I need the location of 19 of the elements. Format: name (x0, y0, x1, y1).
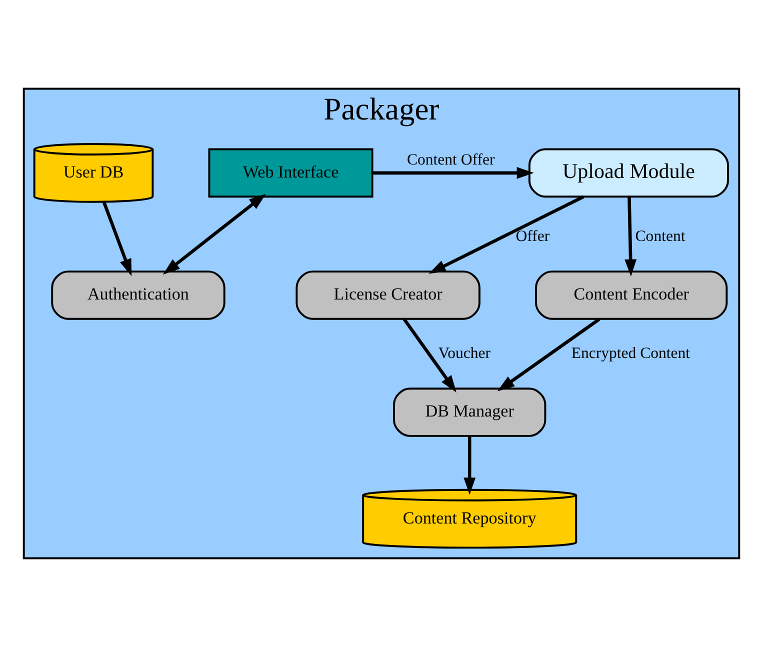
arrow (372, 166, 534, 178)
arrow (497, 317, 600, 391)
edge-label: Content Offer (407, 151, 495, 168)
edge-label: Voucher (438, 344, 490, 362)
arrow (624, 196, 637, 276)
node-box: Authentication (51, 270, 226, 320)
edge-label: Offer (516, 227, 550, 244)
edge-label: Content (635, 227, 686, 244)
node-box: Content Encoder (535, 270, 728, 320)
node-box: Web Interface (208, 148, 374, 198)
arrow (102, 200, 132, 276)
arrow (464, 436, 476, 494)
node-box: Upload Module (528, 148, 729, 198)
arrow (402, 318, 456, 392)
node-box: License Creator (296, 270, 480, 320)
edge-label: Encrypted Content (571, 344, 690, 362)
node-box: DB Manager (393, 387, 546, 436)
arrow (162, 193, 266, 274)
arrow (428, 194, 584, 274)
